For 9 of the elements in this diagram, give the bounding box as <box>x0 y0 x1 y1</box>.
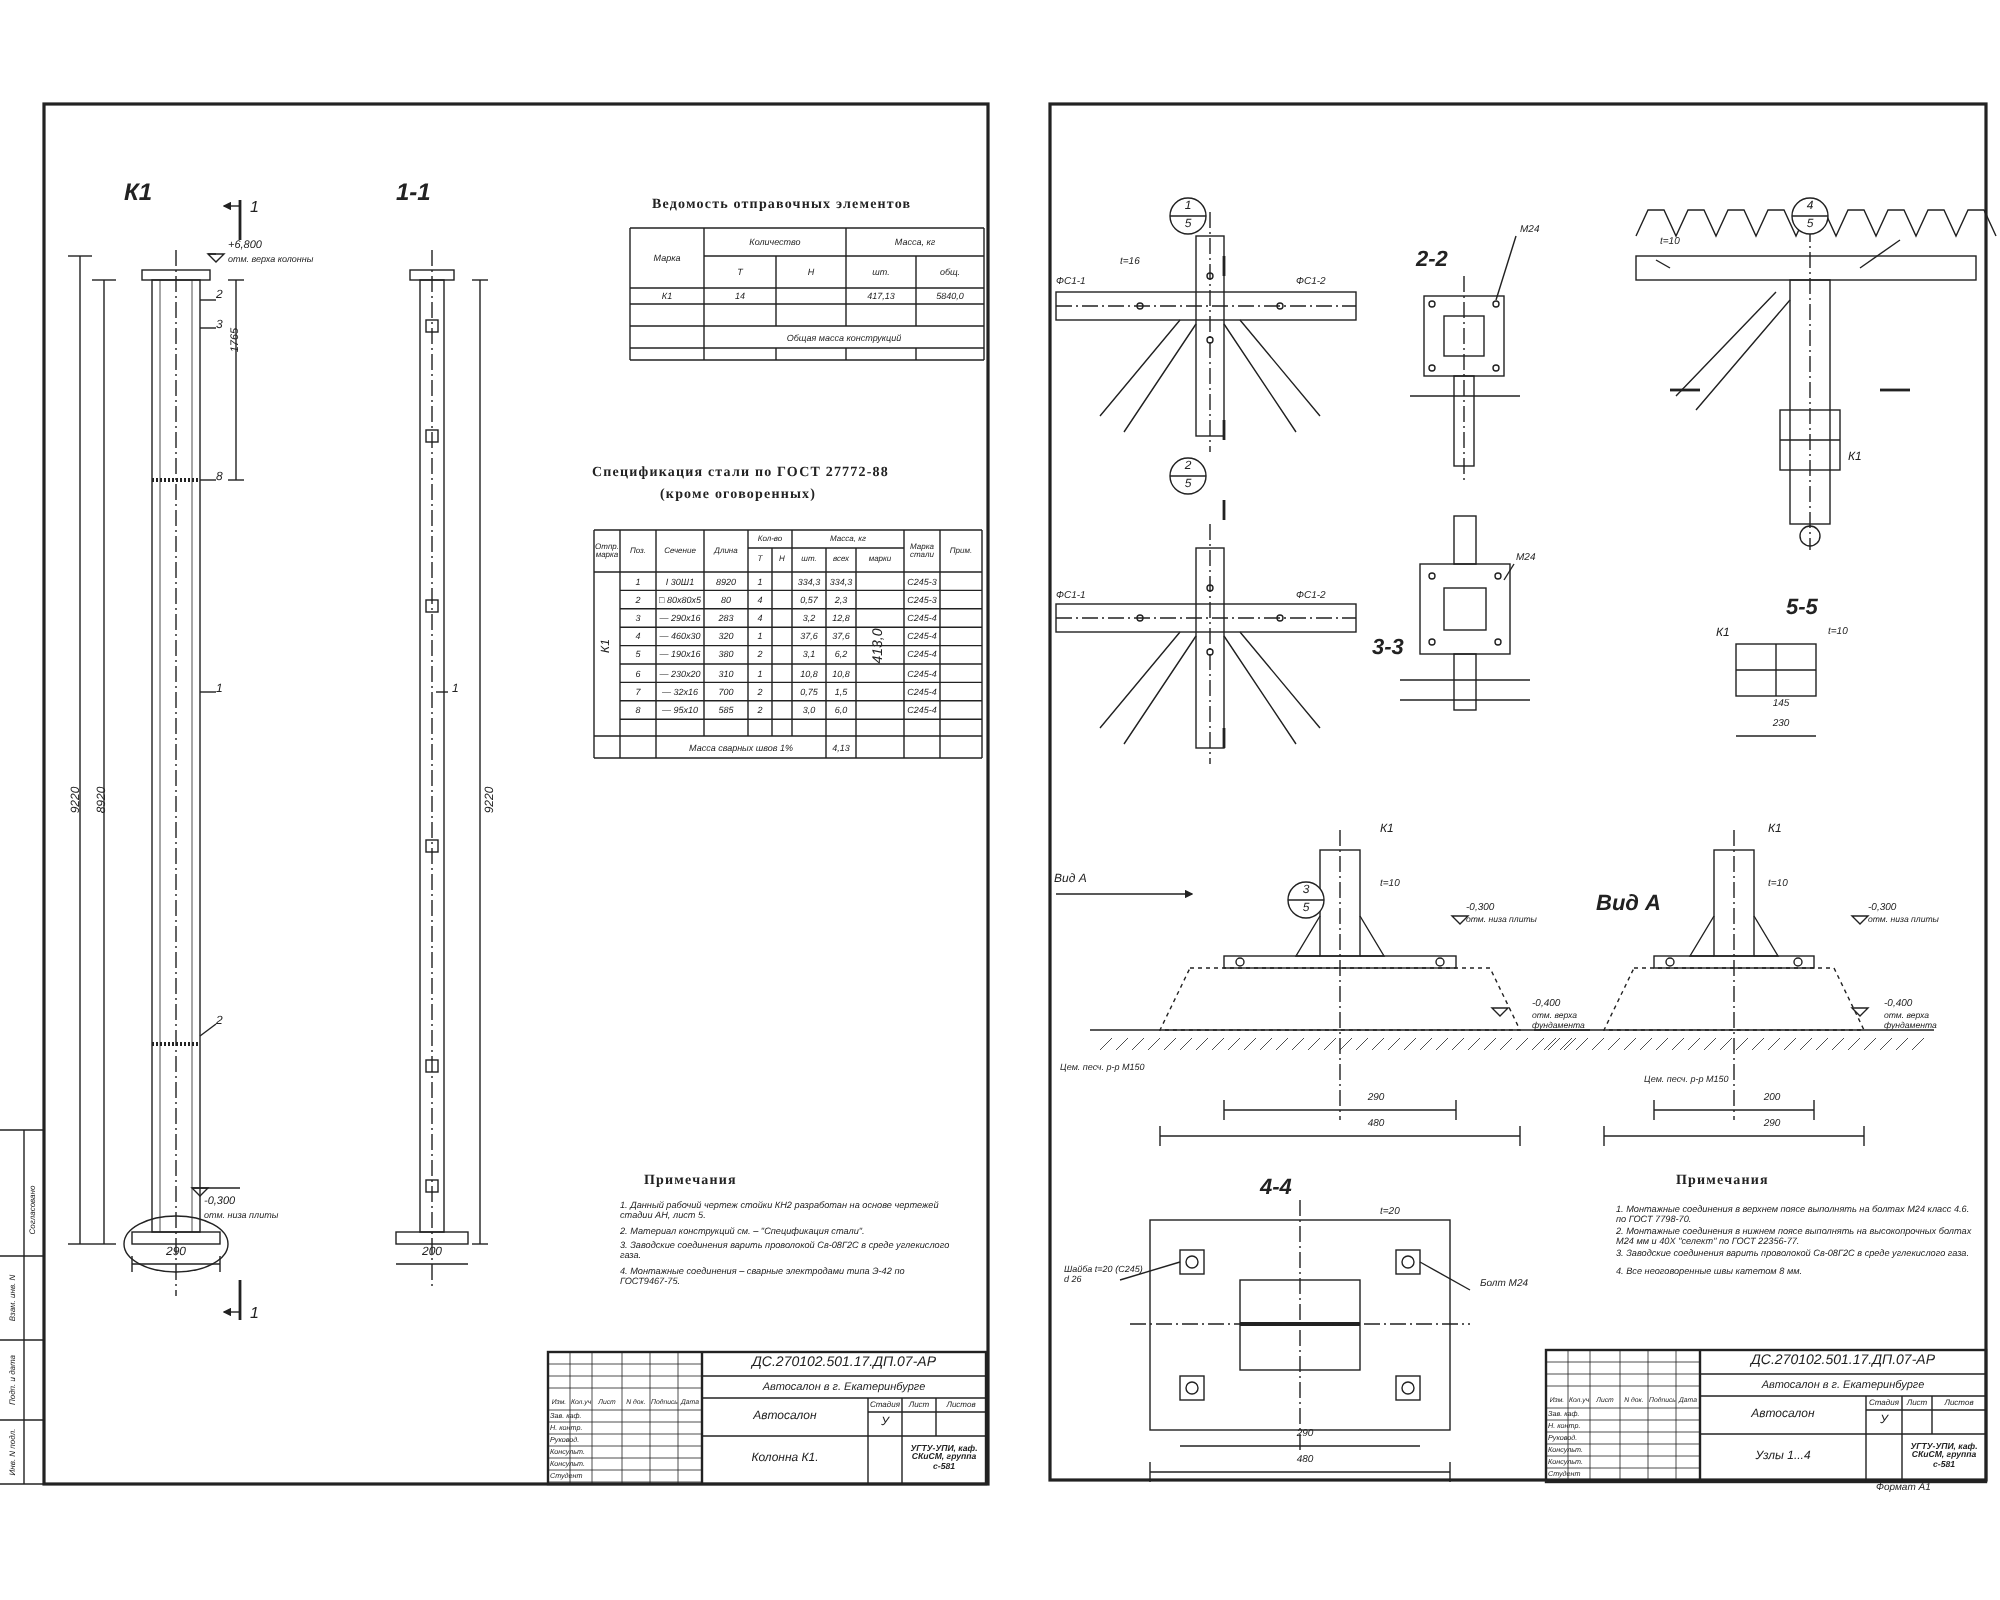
section-mark: 1 <box>250 1304 259 1323</box>
view-title: 3-3 <box>1372 636 1404 662</box>
view-title: К1 <box>124 180 153 208</box>
section-mark: 1 <box>250 198 259 217</box>
view-title: Вид А <box>1596 892 1661 918</box>
view-title: 4-4 <box>1260 1176 1292 1202</box>
view-title: 1-1 <box>396 180 431 208</box>
view-title: 2-2 <box>1416 248 1448 274</box>
view-title: 5-5 <box>1786 596 1818 622</box>
